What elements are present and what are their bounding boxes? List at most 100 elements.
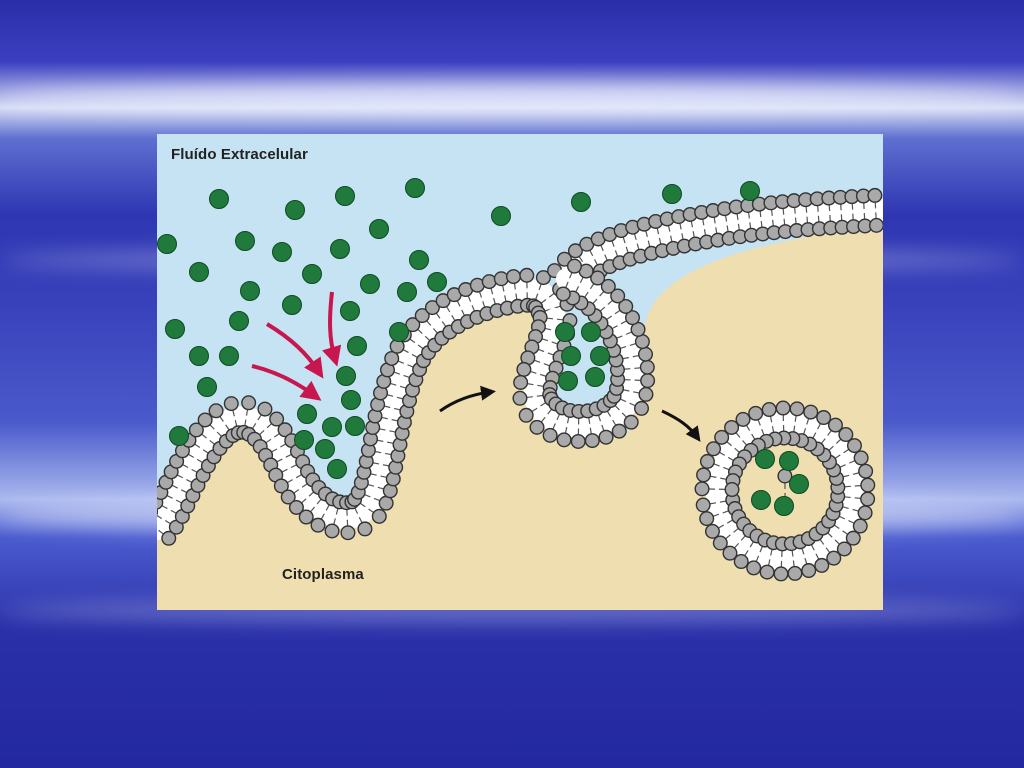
phospholipid-head: [280, 489, 296, 505]
molecule: [282, 295, 302, 315]
phospholipid-head: [706, 441, 722, 457]
phospholipid-head: [845, 530, 861, 546]
molecule: [491, 206, 511, 226]
phospholipid-head: [161, 530, 177, 546]
process-arrow: [661, 409, 701, 442]
phospholipid-head: [405, 317, 421, 333]
phospholipid-head: [223, 396, 239, 412]
molecule: [345, 416, 365, 436]
phospholipid-head: [860, 491, 876, 507]
phospholipid-head: [623, 414, 639, 430]
molecule: [235, 231, 255, 251]
phospholipid-head: [516, 361, 532, 377]
lipid-tail: [157, 514, 163, 519]
phospholipid-head: [853, 450, 869, 466]
phospholipid-head: [288, 499, 304, 515]
molecule: [755, 449, 775, 469]
endocytosis-figure: Fluído Extracelular Citoplasma: [157, 134, 883, 610]
phospholipid-head: [513, 374, 529, 390]
molecule: [330, 239, 350, 259]
phospholipid-head: [512, 390, 528, 406]
molecule: [327, 459, 347, 479]
phospholipid-head: [567, 243, 583, 259]
phospholipid-head: [836, 541, 852, 557]
phospholipid-head: [269, 411, 285, 427]
phospholipid-head: [584, 433, 600, 449]
molecule: [229, 311, 249, 331]
extracellular-fluid-label: Fluído Extracelular: [171, 146, 308, 163]
phospholipid-head: [695, 497, 711, 513]
phospholipid-head: [600, 278, 616, 294]
molecule: [297, 404, 317, 424]
molecule: [240, 281, 260, 301]
phospholipid-head: [257, 401, 273, 417]
phospholipid-head: [273, 478, 289, 494]
phospholipid-head: [197, 412, 213, 428]
molecule: [189, 346, 209, 366]
molecule: [397, 282, 417, 302]
phospholipid-head: [803, 404, 819, 420]
phospholipid-head: [634, 400, 650, 416]
phospholipid-head: [610, 288, 626, 304]
phospholipid-head: [858, 463, 874, 479]
molecule: [561, 346, 581, 366]
phospholipid-head: [759, 564, 775, 580]
molecule: [789, 474, 809, 494]
phospholipid-head: [493, 271, 509, 287]
phospholipid-head: [414, 308, 430, 324]
phospholipid-head: [555, 286, 571, 302]
endocytic-vesicle: [694, 400, 876, 582]
molecule: [347, 336, 367, 356]
phospholipid-head: [241, 395, 257, 411]
molecule: [751, 490, 771, 510]
phospholipid-head: [846, 438, 862, 454]
molecule: [197, 377, 217, 397]
molecule: [662, 184, 682, 204]
molecule: [555, 322, 575, 342]
molecule: [340, 301, 360, 321]
molecule: [335, 186, 355, 206]
molecule: [369, 219, 389, 239]
membrane-core: [523, 268, 644, 438]
molecule: [336, 366, 356, 386]
phospholipid-head: [699, 511, 715, 527]
phospholipid-head: [816, 410, 832, 426]
membrane-core: [157, 279, 566, 540]
molecule: [272, 242, 292, 262]
phospholipid-head: [696, 467, 712, 483]
phospholipid-head: [357, 521, 373, 537]
phospholipid-head: [857, 505, 873, 521]
phospholipid-head: [852, 518, 868, 534]
uptake-arrow: [251, 364, 322, 401]
phospholipid-head: [704, 523, 720, 539]
phospholipid-head: [424, 300, 440, 316]
molecule: [740, 181, 760, 201]
phospholipid-head: [625, 310, 641, 326]
phospholipid-head: [618, 298, 634, 314]
phospholipid-head: [775, 400, 791, 416]
phospholipid-head: [639, 359, 655, 375]
phospholipid-head: [735, 411, 751, 427]
phospholipid-head: [638, 346, 654, 362]
phospholipid-head: [324, 523, 340, 539]
phospholipid-head: [814, 557, 830, 573]
molecule: [779, 451, 799, 471]
phospholipid-head: [773, 566, 789, 582]
phospholipid-head: [712, 535, 728, 551]
molecule: [427, 272, 447, 292]
phospholipid-head: [506, 269, 522, 285]
molecule: [409, 250, 429, 270]
phospholipid-head: [868, 217, 883, 233]
molecule: [165, 319, 185, 339]
phospholipid-head: [827, 417, 843, 433]
phospholipid-head: [761, 402, 777, 418]
molecule: [405, 178, 425, 198]
molecule: [302, 264, 322, 284]
phospholipid-head: [310, 517, 326, 533]
molecule: [360, 274, 380, 294]
phospholipid-head: [529, 419, 545, 435]
phospholipid-head: [519, 267, 535, 283]
phospholipid-head: [867, 187, 883, 203]
phospholipid-head: [838, 427, 854, 443]
phospholipid-head: [535, 270, 551, 286]
